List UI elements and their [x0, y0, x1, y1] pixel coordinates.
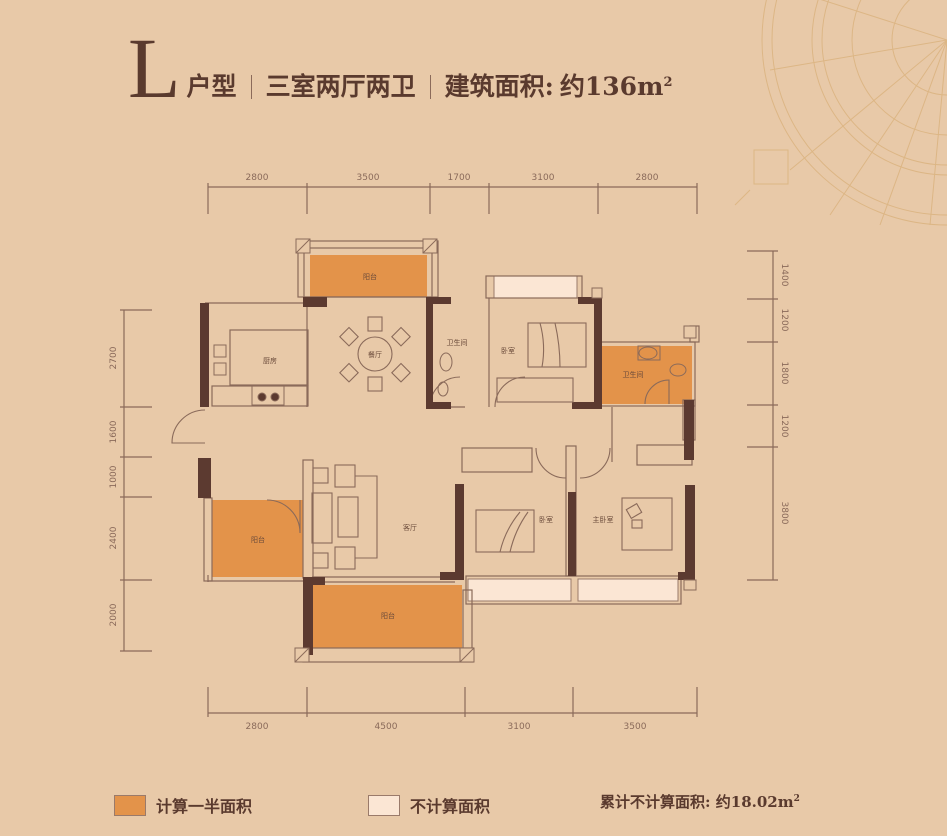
- bay-window-north: [493, 275, 578, 299]
- wardrobe-north: [496, 377, 574, 403]
- area-value: 约136m2: [560, 73, 673, 101]
- dim-top-3: 1700: [448, 173, 471, 183]
- room-label-balcony-south: 阳台: [381, 611, 395, 620]
- total-superscript: 2: [793, 794, 800, 804]
- room-label-bedroom-south: 卧室: [539, 515, 553, 524]
- dim-left-2: 1600: [109, 420, 119, 443]
- dim-top-4: 3100: [532, 173, 555, 183]
- dim-right-5: 3800: [779, 502, 789, 525]
- bay-window-south-1: [467, 578, 572, 602]
- room-label-bedroom-north: 卧室: [501, 346, 515, 355]
- dimension-right: [747, 250, 778, 581]
- dim-left-1: 2700: [109, 346, 119, 369]
- room-label-balcony-north: 阳台: [363, 272, 377, 281]
- half-area-label: 计算一半面积: [156, 797, 253, 816]
- no-area-swatch: [368, 794, 400, 816]
- legend-half-area: 计算一半面积: [114, 793, 252, 817]
- dim-right-3: 1800: [779, 362, 789, 385]
- half-area-zones: [212, 255, 692, 648]
- dim-top-2: 3500: [357, 173, 380, 183]
- walls: [198, 297, 695, 655]
- dim-right-1: 1400: [779, 264, 789, 287]
- area-label: 建筑面积:: [444, 72, 554, 101]
- dim-left-5: 2000: [109, 603, 119, 626]
- dim-bottom-3: 3100: [508, 722, 531, 732]
- dim-bottom-4: 3500: [624, 722, 647, 732]
- dim-top-5: 2800: [636, 173, 659, 183]
- room-label-living: 客厅: [403, 523, 417, 532]
- unit-title: L 户型 三室两厅两卫 建筑面积: 约136m2: [128, 20, 673, 116]
- dim-left-4: 2400: [109, 526, 119, 549]
- room-label-dining: 餐厅: [368, 350, 382, 359]
- layout-label: 三室两厅两卫: [265, 72, 416, 101]
- title-divider: [250, 75, 252, 99]
- balcony-south-fill: [313, 585, 462, 648]
- no-area-label: 不计算面积: [410, 797, 491, 816]
- balcony-west-fill: [212, 500, 303, 577]
- area-value-text: 约136m: [559, 72, 664, 101]
- bed-master: [621, 497, 673, 551]
- balcony-north-fill: [310, 255, 427, 297]
- room-label-balcony-west: 阳台: [251, 535, 265, 544]
- bed-south: [475, 509, 535, 553]
- area-superscript: 2: [663, 75, 673, 90]
- total-excluded-text: 累计不计算面积: 约18.02m: [600, 793, 794, 811]
- sofa-set: [311, 464, 378, 570]
- dining-table: [339, 316, 411, 392]
- dim-bottom-2: 4500: [375, 722, 398, 732]
- half-area-swatch: [114, 794, 146, 816]
- unit-type-label: 户型: [186, 72, 237, 101]
- legend-no-area: 不计算面积: [368, 793, 490, 817]
- no-area-zones: [467, 275, 679, 602]
- bay-window-south-2: [577, 578, 679, 602]
- columns: [294, 238, 697, 663]
- dim-right-2: 1200: [779, 309, 789, 332]
- dimension-bottom: [207, 687, 698, 717]
- dim-right-4: 1200: [779, 415, 789, 438]
- dim-top-1: 2800: [246, 173, 269, 183]
- dim-left-3: 1000: [109, 465, 119, 488]
- bed-north: [527, 322, 587, 368]
- total-excluded-area: 累计不计算面积: 约18.02m2: [600, 791, 800, 812]
- dim-bottom-1: 2800: [246, 722, 269, 732]
- dimension-top: [207, 183, 698, 214]
- room-label-master-bedroom: 主卧室: [593, 515, 614, 524]
- room-label-bath-1: 卫生间: [447, 338, 468, 347]
- title-divider: [429, 75, 431, 99]
- unit-letter: L: [128, 20, 181, 116]
- room-label-bath-master: 卫生间: [623, 370, 644, 379]
- room-label-kitchen: 厨房: [263, 356, 277, 365]
- dimension-left: [120, 309, 152, 652]
